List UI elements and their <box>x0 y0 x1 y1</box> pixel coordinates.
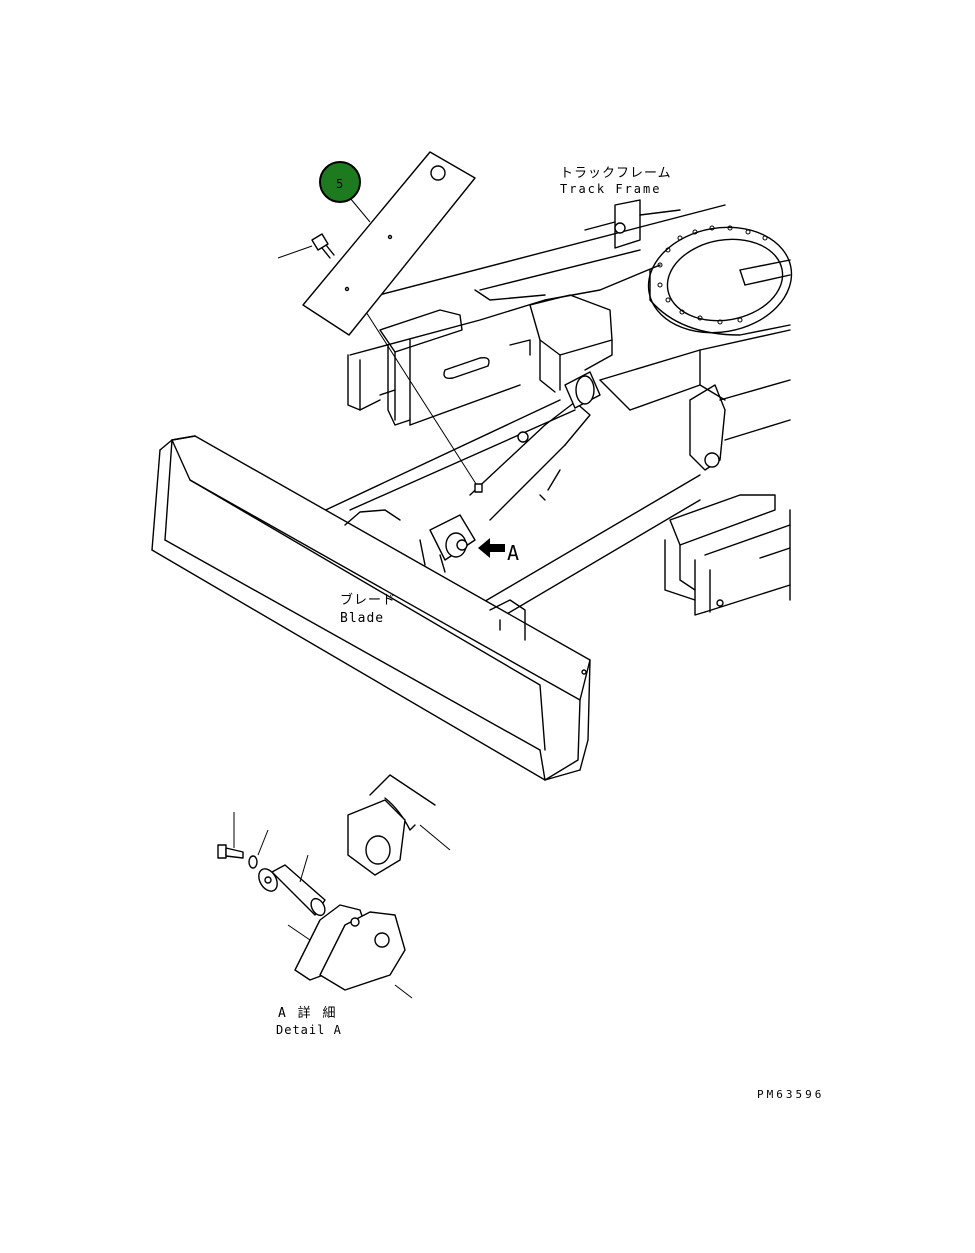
callout-leader-5 <box>349 197 371 223</box>
track-frame <box>314 199 793 619</box>
detail-label-en: Detail A <box>276 1023 342 1037</box>
blade <box>151 435 591 781</box>
grease-fitting <box>474 483 483 493</box>
drawing-number: PM63596 <box>757 1088 824 1101</box>
callout-number: 5 <box>336 177 343 191</box>
leader-line-cover <box>351 289 479 488</box>
blade-cylinder <box>419 371 601 573</box>
track-frame-label-jp: トラックフレーム <box>560 166 672 181</box>
cover-plate <box>302 151 476 336</box>
detail-label-jp: A 詳 細 <box>278 1005 337 1021</box>
cover-bolt <box>277 233 335 259</box>
callout-5[interactable]: 5 <box>319 161 361 203</box>
track-frame-label-en: Track Frame <box>560 182 661 196</box>
view-arrow-a: A <box>478 538 519 565</box>
blade-label-en: Blade <box>340 611 384 626</box>
view-arrow-label: A <box>507 541 519 565</box>
blade-label-jp: ブレード <box>340 592 396 608</box>
detail-a <box>217 774 451 999</box>
